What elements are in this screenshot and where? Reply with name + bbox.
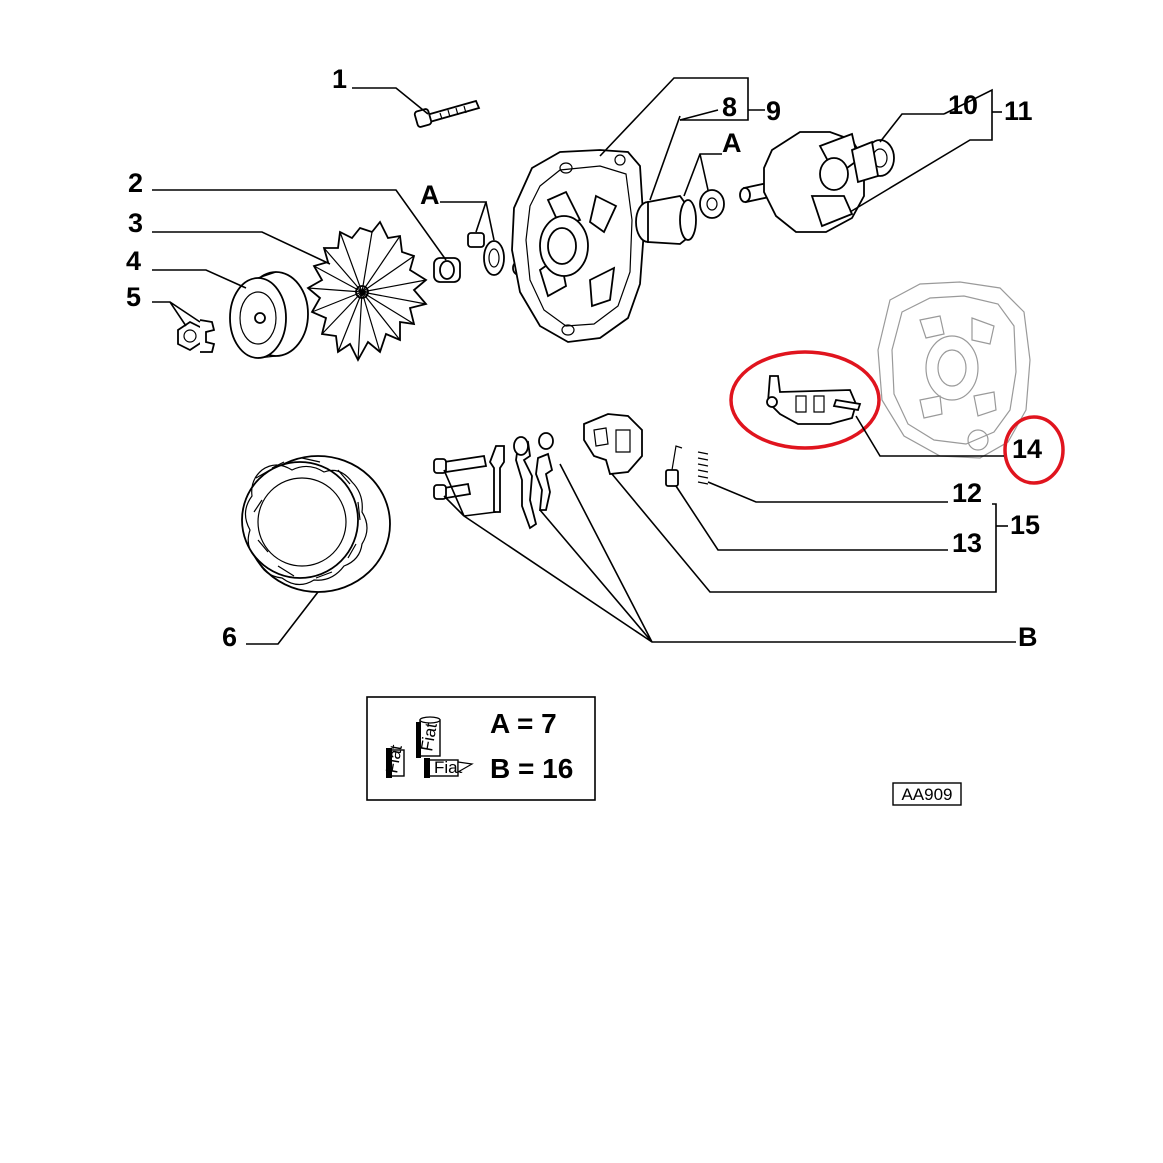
legend-line-b: B = 16 [490,753,573,784]
legend-box: Fiat Fiat Fiat A = 7 B = 16 [366,696,596,801]
callout-3: 3 [128,208,143,238]
part-1-bolt [413,99,481,128]
callout-8: 8 [722,92,737,122]
callout-labels: 1 2 3 4 5 6 8 9 10 11 12 13 14 15 A A B [126,64,1042,652]
callout-1: 1 [332,64,347,94]
callout-a-front: A [420,180,440,210]
leader-lines [152,77,1016,645]
callout-12: 12 [952,478,982,508]
legend-icon-label-1: Fiat [382,743,406,774]
callout-10: 10 [948,90,978,120]
part-rear-housing-ghost [877,281,1031,459]
callout-11: 11 [1004,96,1033,126]
callout-4: 4 [126,246,141,276]
callout-9: 9 [766,96,781,126]
part-4-pulley [229,271,309,359]
part-b-screws [433,454,488,500]
drawing-code: AA909 [901,785,952,804]
legend-line-a: A = 7 [490,708,557,739]
part-6-stator [241,455,391,593]
callout-b: B [1018,622,1038,652]
legend-icon-label-2: Fiat [417,721,441,752]
callout-15: 15 [1010,510,1040,540]
callout-13: 13 [952,528,982,558]
part-13-brush [665,445,683,487]
part-15-brush-plate [583,413,643,475]
part-5-nut [177,319,216,353]
highlight-label-14 [1003,415,1065,485]
callout-14: 14 [1012,434,1042,464]
part-10-rotor [739,131,895,233]
part-bearing-and-washer [635,189,725,245]
part-b-terminals [488,432,554,530]
part-3-fan [306,220,428,362]
callout-a-rear: A [722,128,742,158]
part-12-spring [697,451,709,485]
part-14-brush-holder [766,375,862,425]
legend-icon-label-3: Fiat [434,758,463,777]
callout-5: 5 [126,282,141,312]
callout-2: 2 [128,168,143,198]
part-2-spacer [433,257,461,283]
legend-box-icon: Fiat Fiat Fiat [382,716,474,778]
drawing-code-box: AA909 [892,782,962,806]
callout-6: 6 [222,622,237,652]
highlight-part-14 [729,350,881,450]
part-8-drive-end-shield [511,149,645,343]
